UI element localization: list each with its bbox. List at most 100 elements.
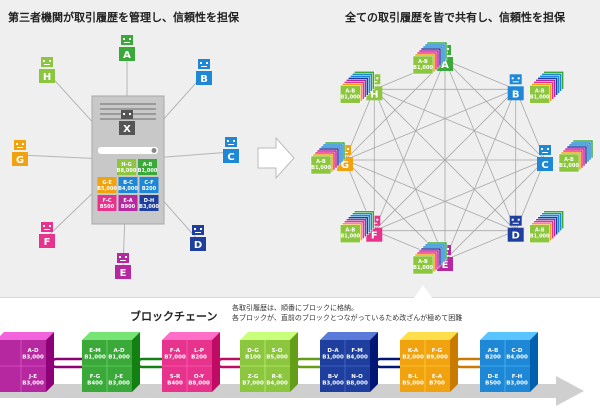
mesh-line — [374, 159, 546, 232]
ledger-cell — [117, 159, 136, 175]
block-top — [400, 332, 458, 340]
node-label: D — [194, 240, 202, 251]
block-side — [450, 332, 458, 392]
mesh-line — [374, 89, 516, 231]
ledger-layer — [558, 153, 580, 173]
right-node-d: D — [507, 215, 524, 242]
robot-head — [225, 137, 237, 147]
blockchain-description-2: 各ブロックが、直前のブロックとつながっているため改ざんが極めて困難 — [232, 314, 463, 322]
distributed-title: 全ての取引履歴を皆で共有し、信頼性を担保 — [345, 11, 565, 24]
node-label: H — [43, 72, 51, 83]
robot-head — [14, 140, 26, 150]
robot-eye — [194, 228, 196, 230]
ledger-layer — [412, 255, 434, 275]
left-node-d: D — [190, 225, 206, 251]
block-top — [162, 332, 220, 340]
server-vent — [100, 103, 156, 105]
shared-ledger-stack — [310, 141, 346, 175]
robot-mouth — [120, 260, 126, 261]
mesh-line — [374, 88, 546, 161]
robot-eye — [200, 228, 202, 230]
block-side — [132, 332, 140, 392]
ledger-layer — [340, 85, 361, 104]
robot-eye — [125, 256, 127, 258]
shared-ledger-stack — [529, 71, 564, 104]
node-label: B — [200, 74, 208, 85]
robot-eye — [49, 60, 51, 62]
robot-mouth — [512, 81, 519, 83]
chain-link — [136, 357, 168, 369]
left-node-a: A — [119, 35, 135, 61]
divider — [0, 297, 600, 298]
ledger-layer — [340, 224, 361, 243]
shared-ledger-stack — [558, 139, 594, 173]
node-label: E — [120, 268, 127, 279]
robot-eye — [43, 60, 45, 62]
robot-body — [190, 237, 206, 251]
robot-mouth — [228, 144, 234, 145]
robot-eye — [227, 140, 229, 142]
robot-head — [41, 222, 53, 232]
left-node-b: B — [196, 59, 212, 85]
robot-eye — [200, 62, 202, 64]
robot-mouth — [195, 232, 201, 233]
block-side — [530, 332, 538, 392]
robot-head — [192, 225, 204, 235]
shared-ledger-stack — [412, 41, 448, 75]
robot-body — [119, 121, 135, 135]
robot-eye — [376, 218, 379, 221]
shared-ledger-stack — [340, 210, 375, 243]
callout-pointer — [414, 285, 432, 298]
right-node-b: B — [507, 74, 524, 101]
robot-eye — [22, 143, 24, 145]
node-label: H — [370, 89, 378, 100]
robot-head — [121, 35, 133, 45]
left-node-h: H — [39, 57, 55, 83]
robot-eye — [43, 225, 45, 227]
ledger-cell — [139, 195, 159, 211]
shared-ledger-stack — [412, 241, 448, 275]
robot-head — [41, 57, 53, 67]
ledger-cell — [139, 177, 159, 193]
block-side — [212, 332, 220, 392]
robot-mouth — [44, 229, 50, 230]
server-robot: X — [119, 110, 135, 135]
robot-eye — [347, 148, 349, 150]
robot-eye — [541, 148, 543, 150]
search-icon — [151, 148, 157, 153]
block-top — [480, 332, 538, 340]
block-top — [82, 332, 140, 340]
mesh-line — [344, 159, 516, 232]
ledger-cell — [118, 177, 138, 193]
blockchain-description-1: 各取引履歴は、順番にブロックに格納。 — [232, 304, 358, 312]
node-label: E — [442, 260, 449, 271]
robot-eye — [119, 256, 121, 258]
chain-arrow — [0, 376, 584, 406]
robot-mouth — [17, 147, 23, 148]
